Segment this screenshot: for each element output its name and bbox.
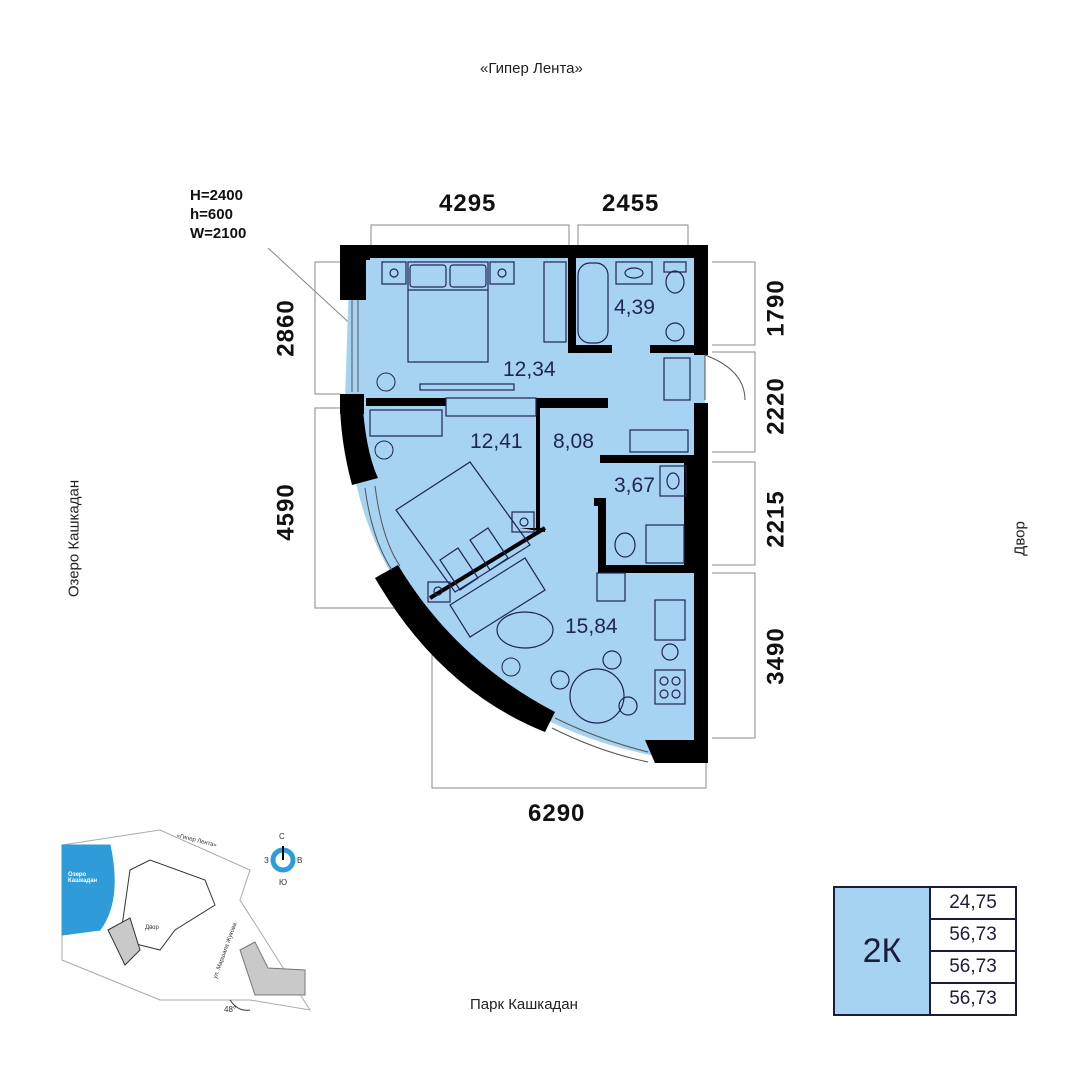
dim-bottom: 6290	[528, 800, 586, 827]
compass	[270, 846, 296, 873]
minimap-yard-label: Двор	[145, 925, 159, 931]
plants	[374, 372, 521, 677]
dim-left-lower: 4590	[272, 483, 300, 541]
furniture	[369, 261, 691, 724]
left-side-label: Озеро Кашкадан	[65, 479, 83, 598]
room-area-hall: 8,08	[553, 430, 594, 453]
site-minimap	[61, 829, 312, 1011]
room-area-bedroom-2: 12,41	[470, 430, 523, 453]
room-area-wc: 3,67	[614, 474, 655, 497]
bottom-side-label: Парк Кашкадан	[470, 996, 578, 1013]
apartment-type: 2К	[835, 888, 931, 1014]
dim-left-upper: 2860	[272, 299, 300, 357]
right-side-label: Двор	[1011, 521, 1029, 556]
compass-north: С	[279, 832, 285, 841]
minimap-lake-label: Озеро Кашкадан	[68, 872, 98, 884]
summary-area-3: 56,73	[931, 952, 1015, 984]
interior-walls	[366, 258, 700, 600]
compass-west: З	[264, 856, 269, 865]
dim-top-right: 2455	[602, 190, 660, 217]
summary-total-area: 56,73	[949, 988, 997, 1009]
window-spec: H=2400 h=600 W=2100	[190, 186, 246, 243]
summary-area-2: 56,73	[931, 920, 1015, 952]
apartment-summary: 2К 24,75 56,73 56,73 56,73	[833, 886, 1017, 1016]
dim-top-left: 4295	[439, 190, 497, 217]
compass-east: В	[297, 856, 303, 865]
room-area-bedroom-1: 12,34	[503, 358, 556, 381]
dim-right-3: 2215	[762, 490, 790, 548]
room-area-bath: 4,39	[614, 296, 655, 319]
window-height: H=2400	[190, 187, 243, 204]
windows	[351, 300, 649, 763]
floor-area	[345, 252, 705, 755]
dim-right-4: 3490	[762, 627, 790, 685]
top-side-label: «Гипер Лента»	[480, 60, 583, 77]
room-area-kitchen-living: 15,84	[565, 615, 618, 638]
entrance-door	[704, 354, 746, 401]
sill-height: h=600	[190, 206, 233, 223]
minimap-angle-label: 48°	[224, 1005, 237, 1014]
exterior-walls	[340, 245, 708, 763]
window-width: W=2100	[190, 225, 247, 242]
dimension-lines	[267, 224, 756, 789]
dim-right-1: 1790	[762, 279, 790, 337]
compass-south: Ю	[279, 878, 288, 887]
dim-right-2: 2220	[762, 377, 790, 435]
summary-living-area: 24,75	[931, 888, 1015, 920]
